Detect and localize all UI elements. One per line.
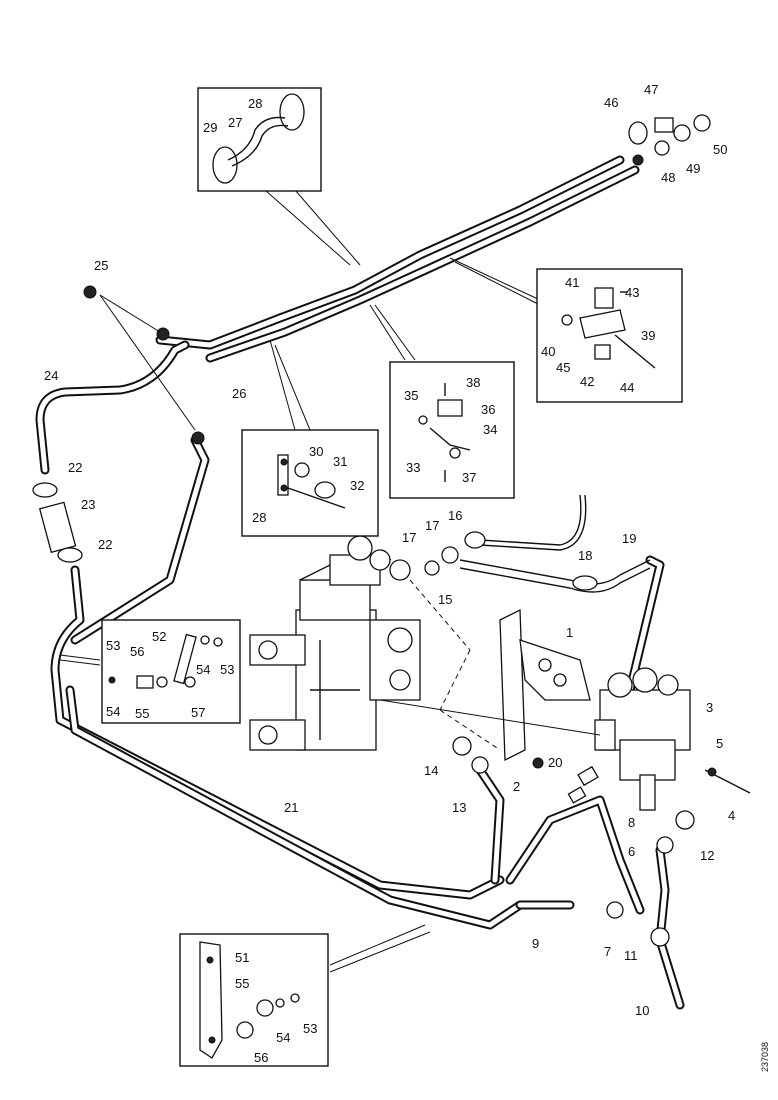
label-56a: 56: [130, 644, 144, 659]
label-51: 51: [235, 950, 249, 965]
label-48: 48: [661, 170, 675, 185]
label-26: 26: [232, 386, 246, 401]
reference-code: 237038: [760, 1042, 770, 1072]
label-55a: 55: [135, 706, 149, 721]
label-18: 18: [578, 548, 592, 563]
label-10: 10: [635, 1003, 649, 1018]
label-43: 43: [625, 285, 639, 300]
label-13: 13: [452, 800, 466, 815]
label-44: 44: [620, 380, 634, 395]
pipe-9-feed: [505, 795, 645, 915]
label-32: 32: [350, 478, 364, 493]
hose-16: [479, 494, 587, 551]
detail-leaders: [59, 189, 601, 973]
label-24: 24: [44, 368, 58, 383]
label-46: 46: [604, 95, 618, 110]
detail-box-27-29: [197, 87, 322, 192]
label-33: 33: [406, 460, 420, 475]
label-2: 2: [513, 779, 520, 794]
label-29: 29: [203, 120, 217, 135]
detail-box-39-45: [536, 268, 683, 403]
bracket-1: [499, 608, 591, 762]
control-valve-3: [594, 667, 691, 811]
label-7: 7: [604, 944, 611, 959]
label-19: 19: [622, 531, 636, 546]
label-40: 40: [541, 344, 555, 359]
label-56b: 56: [254, 1050, 268, 1065]
pipe-10-outlet: [655, 845, 685, 1010]
label-20: 20: [548, 755, 562, 770]
label-54b: 54: [106, 704, 120, 719]
label-37: 37: [462, 470, 476, 485]
label-35: 35: [404, 388, 418, 403]
label-8: 8: [628, 815, 635, 830]
label-31: 31: [333, 454, 347, 469]
label-11: 11: [624, 948, 638, 963]
detail-box-28-32: [241, 429, 379, 537]
label-39: 39: [641, 328, 655, 343]
pipe-19: [625, 555, 665, 695]
steering-box: [249, 535, 421, 751]
label-22b: 22: [98, 537, 112, 552]
pipe-13: [475, 765, 505, 885]
label-38: 38: [466, 375, 480, 390]
label-34: 34: [483, 422, 497, 437]
label-25: 25: [94, 258, 108, 273]
label-53a: 53: [106, 638, 120, 653]
label-41: 41: [565, 275, 579, 290]
label-57: 57: [191, 705, 205, 720]
label-12: 12: [700, 848, 714, 863]
label-30: 30: [309, 444, 323, 459]
label-42: 42: [580, 374, 594, 389]
label-14: 14: [424, 763, 438, 778]
label-16: 16: [448, 508, 462, 523]
label-36: 36: [481, 402, 495, 417]
label-17b: 17: [425, 518, 439, 533]
label-54a: 54: [196, 662, 210, 677]
label-53b: 53: [220, 662, 234, 677]
pipe-21-lower: [50, 565, 525, 930]
label-17a: 17: [402, 530, 416, 545]
label-23: 23: [81, 497, 95, 512]
pipe-26-upper: [155, 155, 640, 363]
label-1: 1: [566, 625, 573, 640]
label-3: 3: [706, 700, 713, 715]
label-27: 27: [228, 115, 242, 130]
label-49: 49: [686, 161, 700, 176]
callout-labels: 1 2 3 4 5 6 7 8 9 10 11 12 13 14 15 16 1…: [44, 82, 770, 1072]
detail-box-51-56: [179, 933, 329, 1067]
label-53c: 53: [303, 1021, 317, 1036]
pipe-24-left-bend: [35, 340, 190, 475]
label-5: 5: [716, 736, 723, 751]
detail-box-33-38: [389, 361, 515, 499]
detail-box-52-57: [101, 619, 241, 724]
pipe-18: [459, 559, 651, 593]
label-28b: 28: [252, 510, 266, 525]
label-6: 6: [628, 844, 635, 859]
label-50: 50: [713, 142, 727, 157]
pipe-25-diagonal: [70, 435, 210, 645]
label-28a: 28: [248, 96, 262, 111]
label-15: 15: [438, 592, 452, 607]
label-9: 9: [532, 936, 539, 951]
label-47: 47: [644, 82, 658, 97]
label-4: 4: [728, 808, 735, 823]
label-52: 52: [152, 629, 166, 644]
label-55b: 55: [235, 976, 249, 991]
label-21: 21: [284, 800, 298, 815]
label-54c: 54: [276, 1030, 290, 1045]
label-45: 45: [556, 360, 570, 375]
label-22a: 22: [68, 460, 82, 475]
small-fittings: [32, 114, 751, 947]
